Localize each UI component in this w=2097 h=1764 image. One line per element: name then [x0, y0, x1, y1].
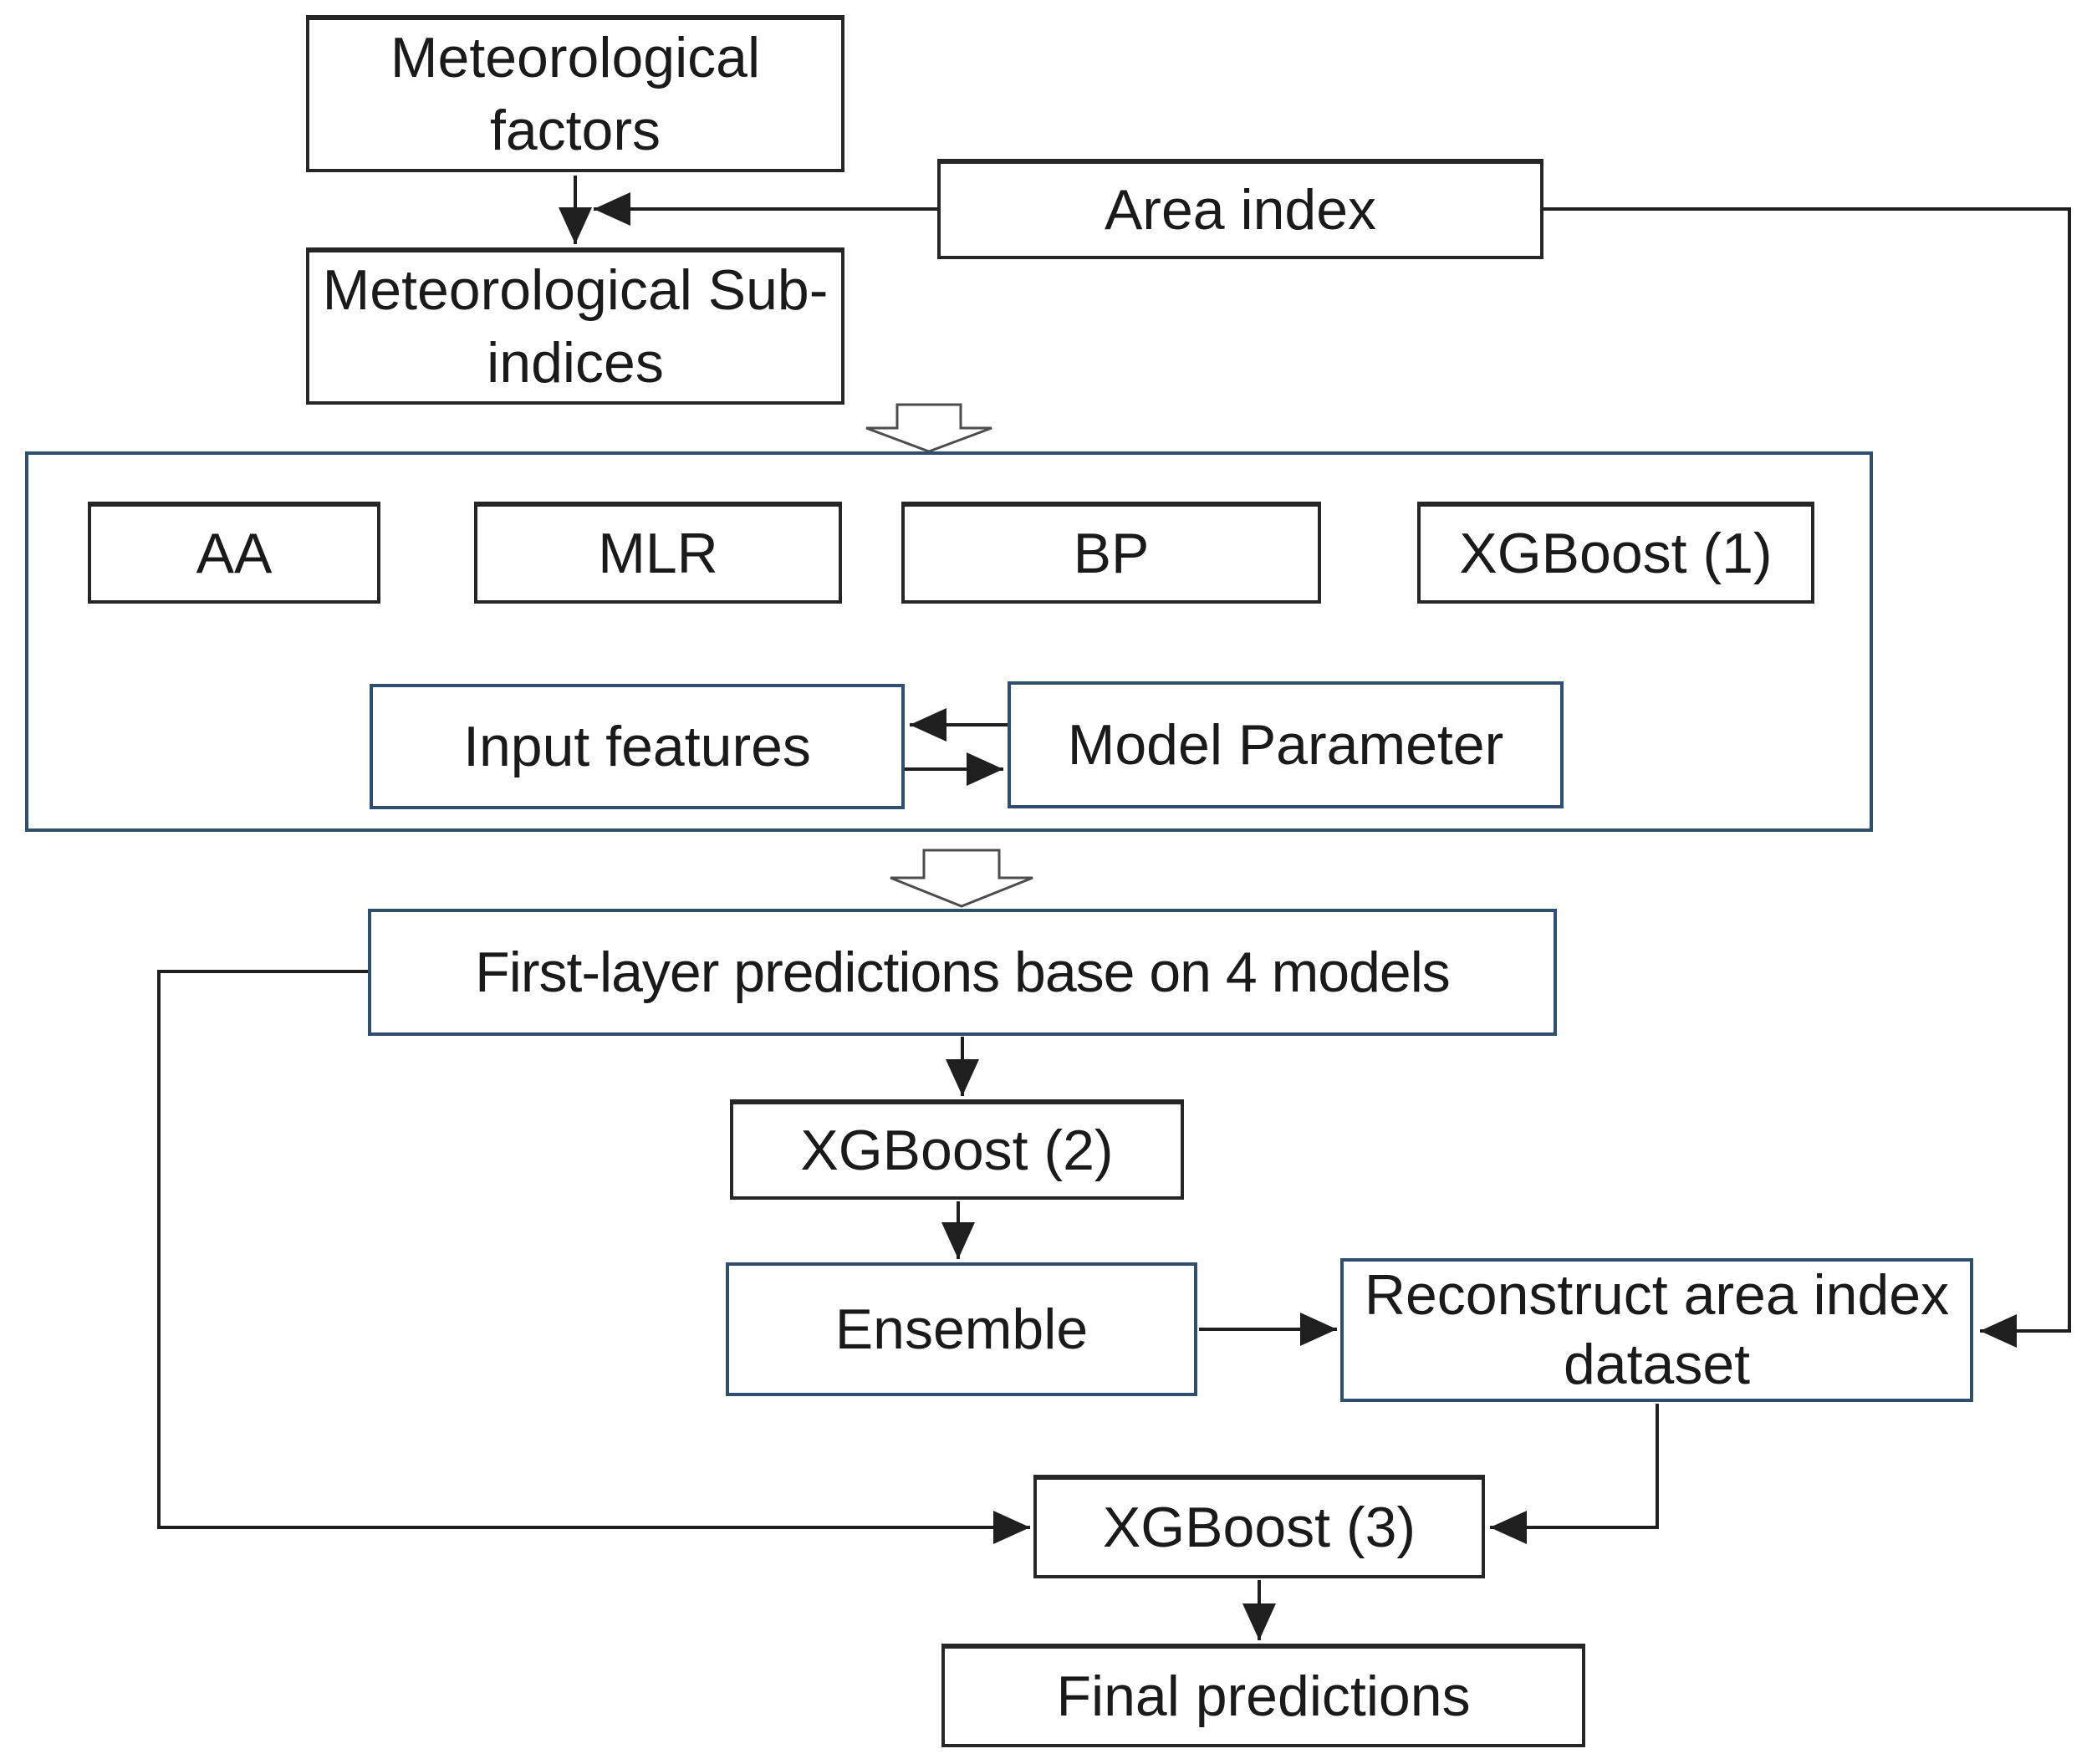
node-input-features: Input features — [370, 684, 905, 809]
node-model-parameter: Model Parameter — [1008, 681, 1564, 808]
node-first-layer-predictions: First-layer predictions base on 4 models — [368, 909, 1557, 1036]
edge-reconstruct-to-xgboost3 — [1490, 1404, 1659, 1544]
edge-firstlayer-loop-to-xgboost3 — [157, 970, 1030, 1544]
node-ensemble: Ensemble — [726, 1262, 1197, 1396]
node-xgboost-1: XGBoost (1) — [1417, 502, 1814, 604]
node-xgboost-2: XGBoost (2) — [730, 1099, 1184, 1200]
node-bp: BP — [901, 502, 1321, 604]
node-aa: AA — [88, 502, 380, 604]
node-reconstruct-area-index: Reconstruct area index dataset — [1340, 1258, 1973, 1402]
node-mlr: MLR — [474, 502, 842, 604]
block-down-arrow-icon — [890, 849, 1033, 908]
node-area-index: Area index — [937, 159, 1543, 259]
node-xgboost-3: XGBoost (3) — [1033, 1475, 1485, 1578]
node-final-predictions: Final predictions — [941, 1644, 1585, 1747]
node-meteorological-factors: Meteorological factors — [306, 15, 844, 172]
block-down-arrow-icon — [865, 403, 992, 453]
node-meteorological-sub-indices: Meteorological Sub-indices — [306, 247, 844, 405]
